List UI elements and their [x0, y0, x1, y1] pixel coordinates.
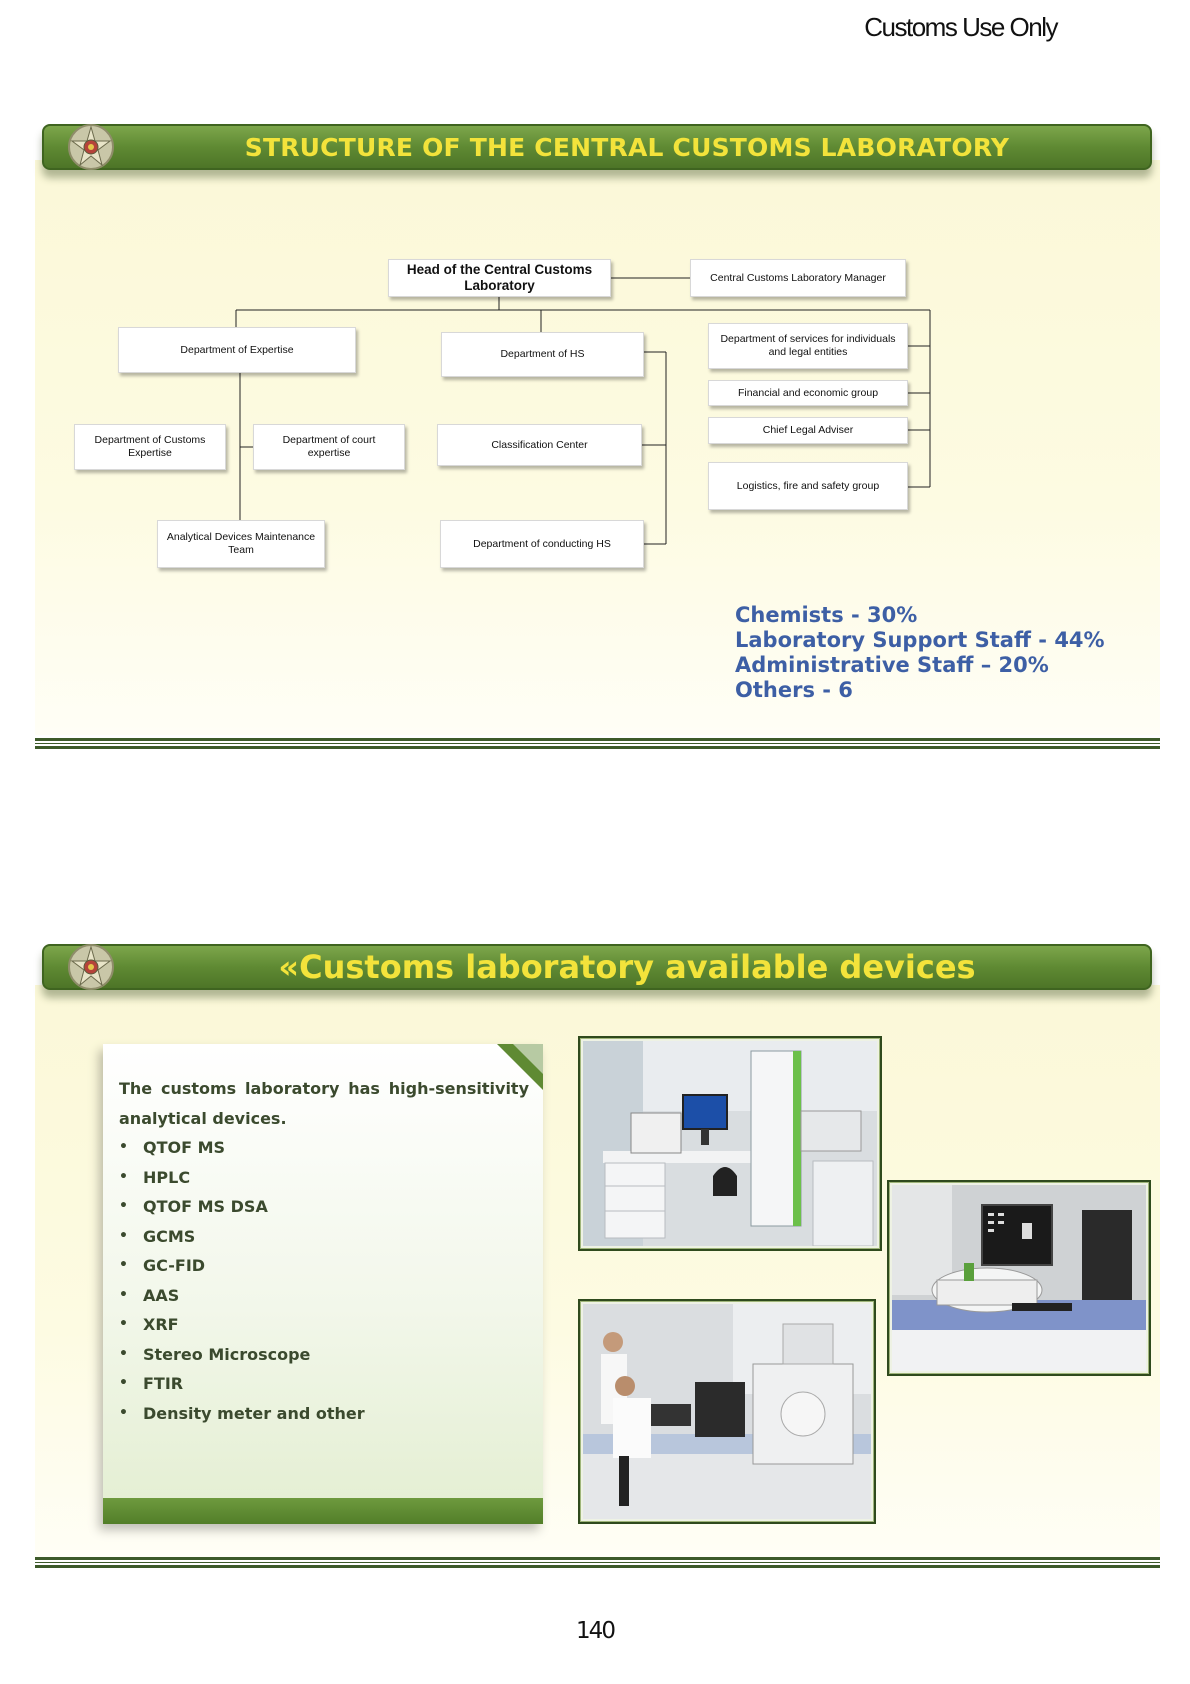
org-box-financial-group: Financial and economic group — [708, 380, 908, 406]
panel-bottom-bar — [103, 1498, 543, 1524]
devices-intro: The customs laboratory has high-sensitiv… — [119, 1079, 529, 1128]
lab-instrument-image — [583, 1041, 877, 1247]
device-item: FTIR — [119, 1369, 529, 1399]
org-box-manager: Central Customs Laboratory Manager — [690, 259, 906, 297]
device-item: Density meter and other — [119, 1399, 529, 1429]
stat-support-staff: Laboratory Support Staff - 44% — [735, 628, 1105, 652]
device-item: QTOF MS DSA — [119, 1192, 529, 1222]
org-box-logistics-group: Logistics, fire and safety group — [708, 462, 908, 510]
photo-ftir-instrument — [887, 1180, 1151, 1376]
stat-chemists: Chemists - 30% — [735, 603, 918, 627]
customs-emblem-icon — [68, 944, 114, 990]
org-box-classification-center: Classification Center — [437, 424, 642, 466]
stat-administrative-staff: Administrative Staff – 20% — [735, 653, 1049, 677]
device-item: Stereo Microscope — [119, 1340, 529, 1370]
org-box-legal-adviser: Chief Legal Adviser — [708, 417, 908, 444]
lab-technicians-image — [583, 1304, 871, 1519]
org-box-analytical-team: Analytical Devices Maintenance Team — [157, 520, 325, 568]
panel-corner-highlight — [513, 1044, 543, 1074]
slide-devices-bottom-rule — [35, 1557, 1160, 1568]
device-item: QTOF MS — [119, 1133, 529, 1163]
org-box-head: Head of the Central Customs Laboratory — [388, 259, 611, 297]
device-item: GCMS — [119, 1222, 529, 1252]
stat-others: Others - 6 — [735, 678, 853, 702]
device-item: AAS — [119, 1281, 529, 1311]
slide-structure-bottom-rule — [35, 738, 1160, 749]
org-box-dept-services: Department of services for individuals a… — [708, 323, 908, 369]
slide-structure-banner: STRUCTURE OF THE CENTRAL CUSTOMS LABORAT… — [42, 124, 1152, 170]
photo-lab-technicians — [578, 1299, 876, 1524]
org-box-dept-expertise: Department of Expertise — [118, 327, 356, 373]
org-box-dept-conducting-hs: Department of conducting HS — [440, 520, 644, 568]
slide-devices-title: «Customs laboratory available devices — [278, 948, 976, 986]
org-box-dept-hs: Department of HS — [441, 332, 644, 377]
customs-emblem-icon — [68, 124, 114, 170]
org-box-dept-court-expertise: Department of court expertise — [253, 424, 405, 470]
photo-lab-instrument — [578, 1036, 882, 1251]
org-box-dept-customs-expertise: Department of Customs Expertise — [74, 424, 226, 470]
device-item: HPLC — [119, 1163, 529, 1193]
slide-structure-title: STRUCTURE OF THE CENTRAL CUSTOMS LABORAT… — [244, 132, 1010, 162]
page-number: 140 — [576, 1618, 616, 1644]
slide-devices-banner: «Customs laboratory available devices — [42, 944, 1152, 990]
devices-list: QTOF MS HPLC QTOF MS DSA GCMS GC-FID AAS… — [119, 1133, 529, 1428]
device-item: XRF — [119, 1310, 529, 1340]
ftir-instrument-image — [892, 1185, 1146, 1371]
staff-statistics: Chemists - 30% Laboratory Support Staff … — [735, 603, 1105, 703]
device-item: GC-FID — [119, 1251, 529, 1281]
org-chart-connectors — [235, 277, 931, 545]
customs-use-only-note: Customs Use Only — [864, 12, 1058, 42]
devices-text-panel: The customs laboratory has high-sensitiv… — [103, 1044, 543, 1524]
